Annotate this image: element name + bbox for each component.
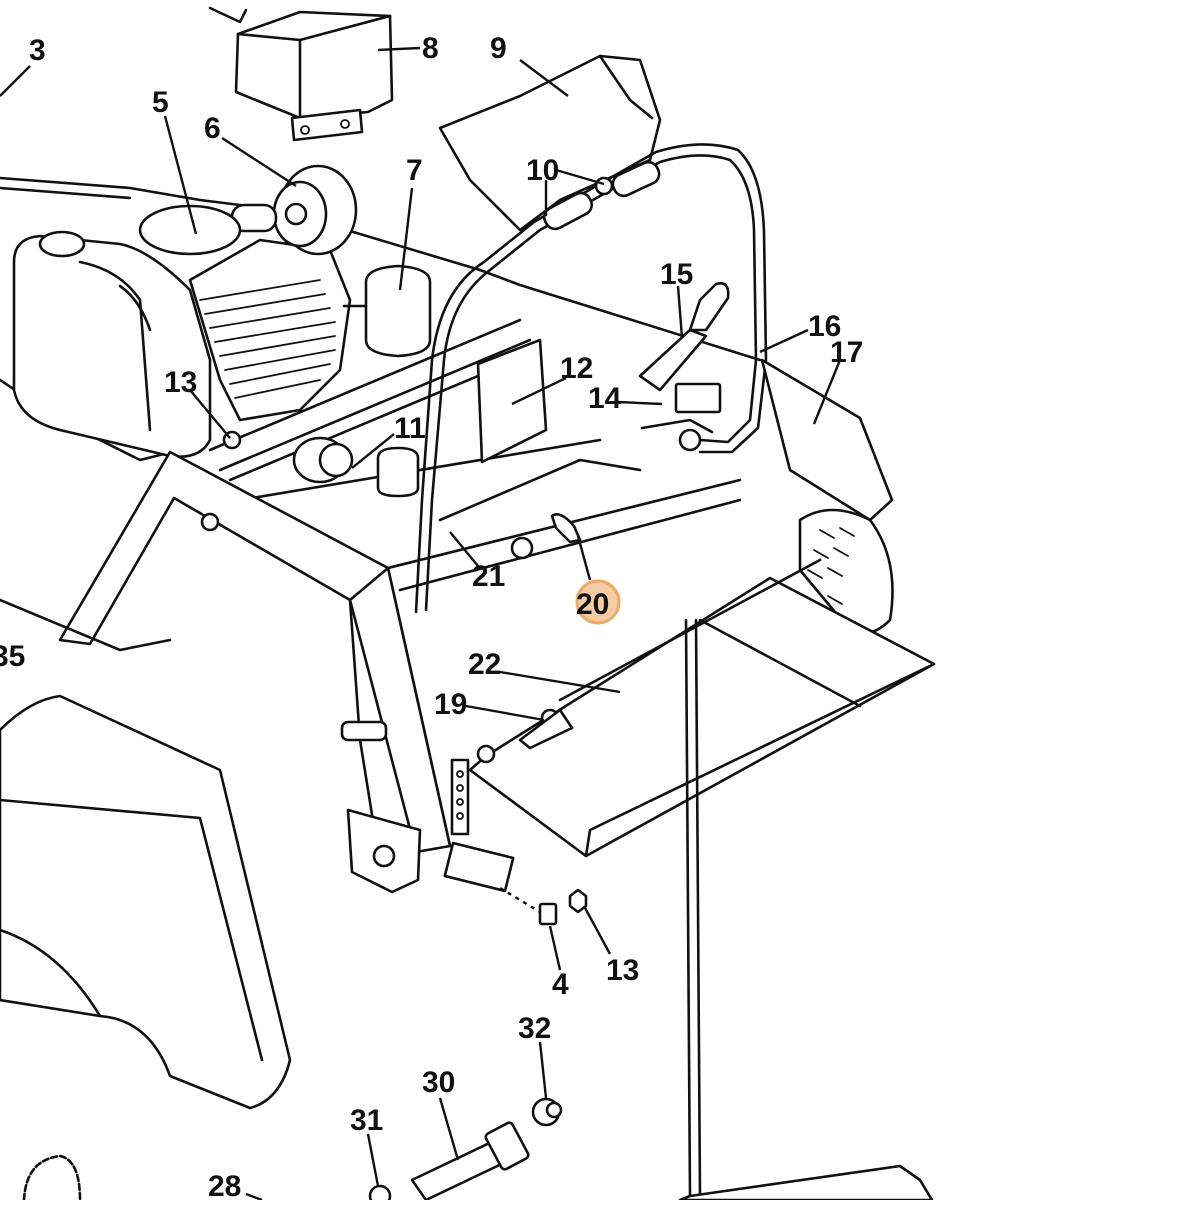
engine-drawing (138, 164, 432, 422)
part-22-footplate-drawing (468, 558, 936, 1198)
callout-3: 3 (29, 34, 46, 67)
fuel-tank-drawing (12, 230, 212, 458)
callout-labels: 3 8 9 5 6 7 10 15 16 17 12 13 14 11 21 2… (0, 32, 863, 1203)
frame-rails-drawing (208, 318, 742, 592)
part-12-plate-drawing (476, 338, 548, 464)
callout-10: 10 (526, 154, 559, 187)
part-9-housing-drawing (438, 54, 662, 232)
leader-lines (0, 46, 842, 1187)
part-15-lever-drawing (638, 282, 730, 452)
callout-7: 7 (406, 154, 423, 187)
callout-20: 20 (576, 588, 609, 621)
callout-highlight-ring (575, 579, 621, 625)
callout-19: 19 (434, 688, 467, 721)
part-35-shroud-drawing (0, 598, 292, 1110)
part-30-shaft-drawing (368, 1097, 563, 1205)
part-11-pulley-drawing (292, 436, 420, 498)
callout-21: 21 (472, 560, 505, 593)
part-17-wheel-drawing (760, 358, 894, 635)
front-frame-drawing (58, 450, 515, 894)
callout-8: 8 (422, 32, 439, 65)
callout-17: 17 (830, 336, 863, 369)
callout-14: 14 (588, 382, 622, 415)
callout-6: 6 (204, 112, 221, 145)
callout-11: 11 (394, 412, 426, 445)
callout-5: 5 (152, 86, 169, 119)
callout-28: 28 (208, 1170, 241, 1200)
part-28-chain-drawing (22, 1154, 934, 1202)
callout-15: 15 (660, 258, 693, 291)
callout-16: 16 (808, 310, 841, 343)
callout-35: 35 (0, 640, 25, 673)
callout-31: 31 (350, 1104, 383, 1137)
callout-30: 30 (422, 1066, 455, 1099)
callout-13b: 13 (606, 954, 639, 987)
callout-13: 13 (164, 366, 197, 399)
callout-22: 22 (468, 648, 501, 681)
parts-drawing (0, 6, 936, 1205)
callout-32: 32 (518, 1012, 551, 1045)
callout-4: 4 (552, 968, 569, 1001)
hardware-drawing (200, 430, 588, 926)
callout-12: 12 (560, 352, 593, 385)
callout-9: 9 (490, 32, 507, 65)
part-8-cover-drawing (208, 6, 394, 142)
